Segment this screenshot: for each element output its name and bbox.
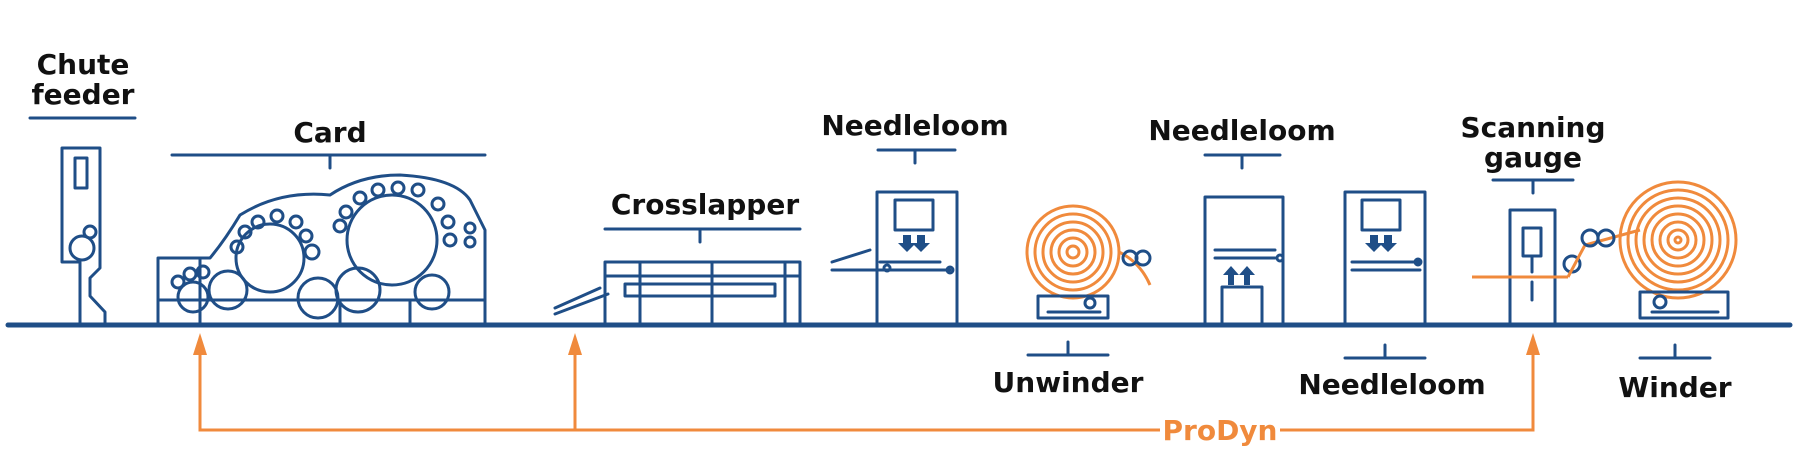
needleloom-2-label: Needleloom (1148, 114, 1335, 147)
needleloom-1-machine: Needleloom (821, 109, 1009, 327)
needleloom-1-label: Needleloom (821, 109, 1008, 142)
scanning-gauge-label-line1: Scanning (1460, 111, 1605, 144)
winder-roll (1618, 180, 1738, 300)
prodyn-arrow-scanning-gauge (1526, 333, 1540, 355)
card-label: Card (293, 116, 366, 149)
chute-feeder-label-line1: Chute (37, 48, 130, 81)
scanning-gauge-label-line2: gauge (1484, 141, 1582, 174)
winder-machine: Winder (1566, 180, 1738, 404)
needleloom-3-machine: Needleloom (1298, 190, 1486, 401)
chute-feeder-machine: Chute feeder (28, 48, 137, 327)
prodyn-feedback-loop: ProDyn (193, 333, 1540, 447)
needleloom-3-label: Needleloom (1298, 368, 1485, 401)
chute-feeder-label-line2: feeder (31, 78, 134, 111)
prodyn-arrow-crosslapper (568, 333, 582, 355)
unwinder-machine: Unwinder (993, 204, 1152, 399)
crosslapper-machine: Crosslapper (553, 188, 802, 327)
unwinder-label: Unwinder (993, 366, 1144, 399)
prodyn-label: ProDyn (1163, 414, 1278, 447)
unwinder-roll (1025, 204, 1121, 300)
crosslapper-label: Crosslapper (611, 188, 799, 221)
card-machine: Card (156, 116, 487, 327)
scanning-gauge-machine: Scanning gauge (1460, 111, 1606, 327)
winder-label: Winder (1618, 371, 1731, 404)
needleloom-2-machine: Needleloom (1148, 114, 1336, 327)
prodyn-arrow-card (193, 333, 207, 355)
